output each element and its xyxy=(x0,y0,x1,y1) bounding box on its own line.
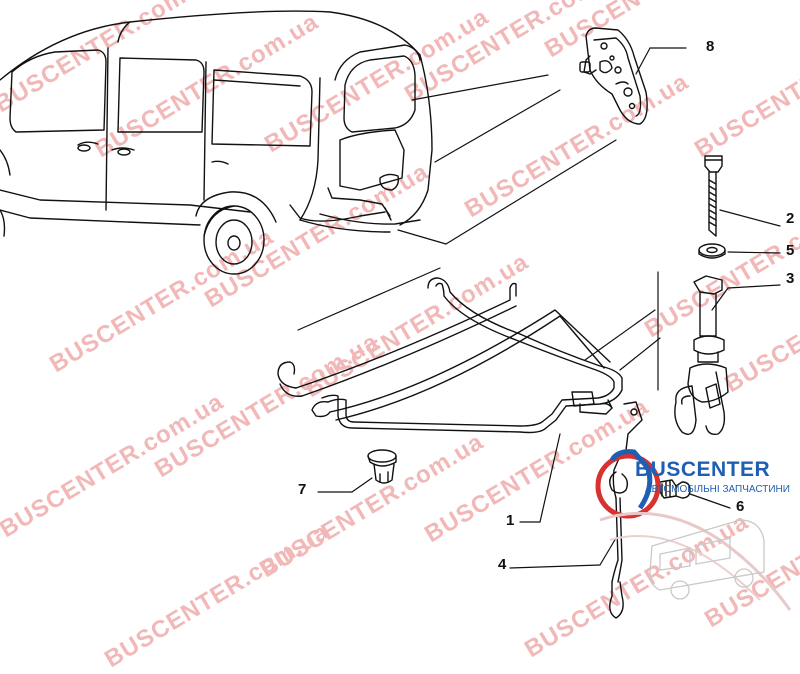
screw-part xyxy=(659,479,691,499)
parts-diagram xyxy=(0,10,792,619)
logo-tagline-text: АВТОМОБІЛЬНІ ЗАПЧАСТИНИ xyxy=(645,484,790,495)
tow-bar-frame xyxy=(277,277,623,434)
cable-part xyxy=(609,401,643,619)
callout-7: 7 xyxy=(298,481,307,498)
callout-5: 5 xyxy=(786,242,795,259)
leader-lines xyxy=(317,47,781,569)
tow-hook-part xyxy=(674,275,729,436)
callout-6: 6 xyxy=(736,498,745,515)
bolt-part xyxy=(704,155,723,237)
callout-8: 8 xyxy=(706,38,715,55)
logo-brand-text: BUSCENTER xyxy=(635,458,771,481)
callout-3: 3 xyxy=(786,270,795,287)
callout-2: 2 xyxy=(786,210,795,227)
van-drawing xyxy=(0,10,433,275)
washer-part xyxy=(698,243,726,259)
mounting-plate-part xyxy=(579,27,648,125)
reference-lines xyxy=(297,74,661,391)
buscenter-logo xyxy=(595,449,792,611)
callout-1: 1 xyxy=(506,512,515,529)
callout-4: 4 xyxy=(498,556,507,573)
plug-part xyxy=(367,449,397,484)
